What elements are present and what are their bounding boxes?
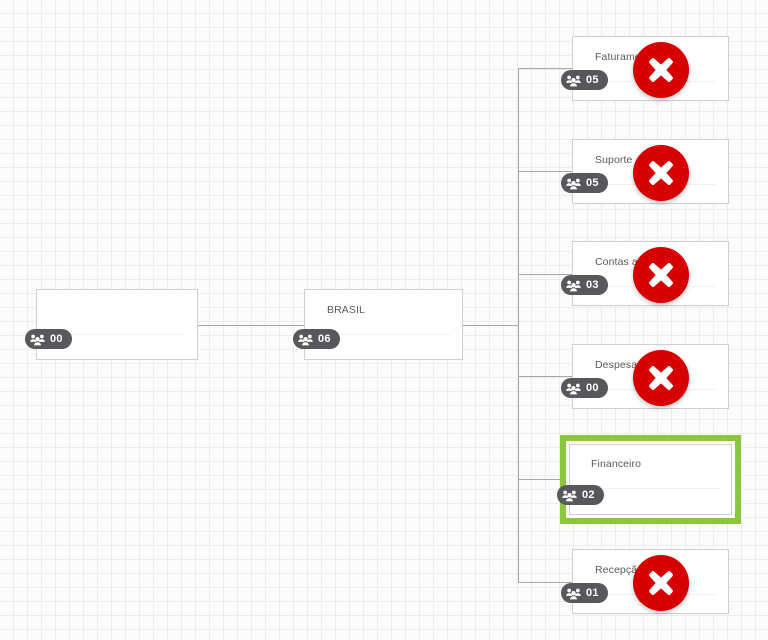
remove-node-button[interactable] — [633, 350, 689, 406]
org-node-root[interactable]: 00 — [25, 289, 198, 360]
employee-count-value: 02 — [582, 488, 595, 501]
connector-line — [518, 68, 572, 69]
employee-count-value: 03 — [586, 278, 599, 291]
employee-count-badge[interactable]: 03 — [561, 275, 608, 295]
employee-count-value: 00 — [50, 332, 63, 345]
org-node-financeiro[interactable]: Financeiro 02 — [557, 435, 741, 524]
users-group-icon — [566, 382, 581, 395]
employee-count-badge[interactable]: 00 — [25, 329, 72, 349]
employee-count-badge[interactable]: 05 — [561, 173, 608, 193]
card-divider — [49, 334, 185, 335]
users-group-icon — [566, 177, 581, 190]
users-group-icon — [562, 489, 577, 502]
connector-line — [518, 171, 572, 172]
users-group-icon — [566, 587, 581, 600]
connector-line — [518, 68, 519, 582]
employee-count-value: 05 — [586, 176, 599, 189]
remove-node-button[interactable] — [633, 42, 689, 98]
users-group-icon — [566, 74, 581, 87]
node-title: Despesas — [595, 359, 643, 371]
remove-node-button[interactable] — [633, 247, 689, 303]
connector-line — [198, 325, 304, 326]
card-divider — [317, 334, 450, 335]
employee-count-value: 00 — [586, 381, 599, 394]
users-group-icon — [298, 333, 313, 346]
users-group-icon — [566, 279, 581, 292]
node-title: BRASIL — [327, 304, 365, 316]
org-node-brasil[interactable]: BRASIL 06 — [293, 289, 463, 360]
connector-line — [518, 479, 566, 480]
employee-count-badge[interactable]: 00 — [561, 378, 608, 398]
users-group-icon — [30, 333, 45, 346]
connector-line — [518, 582, 572, 583]
employee-count-value: 01 — [586, 586, 599, 599]
connector-line — [463, 325, 518, 326]
employee-count-badge[interactable]: 05 — [561, 70, 608, 90]
employee-count-value: 06 — [318, 332, 331, 345]
connector-line — [518, 376, 572, 377]
employee-count-badge[interactable]: 01 — [561, 583, 608, 603]
remove-node-button[interactable] — [633, 555, 689, 611]
card-divider — [581, 488, 720, 489]
node-title: Financeiro — [591, 458, 642, 470]
node-title: Recepção — [595, 564, 644, 576]
connector-line — [518, 274, 572, 275]
node-title: Suporte — [595, 154, 633, 166]
remove-node-button[interactable] — [633, 145, 689, 201]
employee-count-badge[interactable]: 02 — [557, 485, 604, 505]
employee-count-value: 05 — [586, 73, 599, 86]
employee-count-badge[interactable]: 06 — [293, 329, 340, 349]
